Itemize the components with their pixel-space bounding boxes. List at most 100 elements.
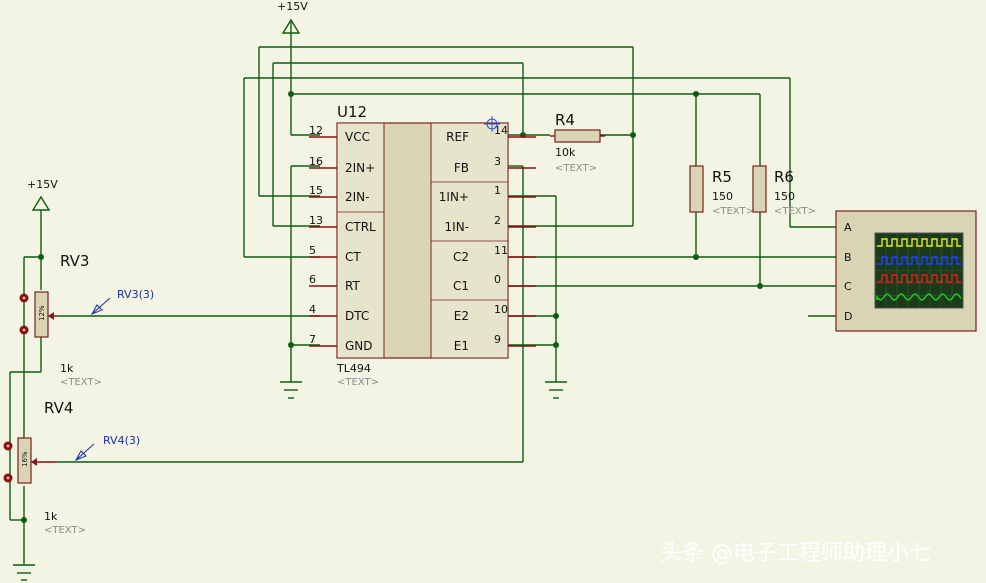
- scope-trace-a: [877, 238, 961, 247]
- resistor-r5[interactable]: R5 150 <TEXT>: [689, 165, 754, 217]
- ic-pin-e2[interactable]: 10 E2: [454, 303, 536, 323]
- rv4-value-label: 1k: [44, 510, 58, 523]
- potentiometer-rv4[interactable]: 16% RV4 1k <TEXT>: [3, 399, 86, 536]
- power-terminal-left[interactable]: +15V: [27, 178, 58, 211]
- ground-ic[interactable]: [280, 381, 302, 399]
- crosshair-marker-icon: [484, 116, 500, 132]
- ic-pin-number: 10: [494, 303, 508, 316]
- ic-text-placeholder: <TEXT>: [337, 377, 379, 388]
- ic-pin-number: 1: [494, 184, 501, 197]
- ic-pin-number: 3: [494, 155, 501, 168]
- rv3-value-label: 1k: [60, 362, 74, 375]
- ic-pin-name: E2: [454, 309, 469, 323]
- ic-pin-2in[interactable]: 15 2IN-: [309, 184, 369, 204]
- rv4-ref-label: RV4: [44, 399, 73, 417]
- ic-pin-number: 15: [309, 184, 323, 197]
- potentiometer-rv3[interactable]: 12% RV3 1k <TEXT>: [19, 252, 102, 388]
- ic-pin-name: 2IN+: [345, 161, 375, 175]
- oscilloscope-traces: [876, 238, 962, 301]
- rv3-probe-label: RV3(3): [117, 288, 154, 301]
- r4-text-placeholder: <TEXT>: [555, 163, 597, 174]
- ic-pin-number: 6: [309, 273, 316, 286]
- r5-text-placeholder: <TEXT>: [712, 206, 754, 217]
- ic-pin-fb[interactable]: 3 FB: [454, 155, 536, 175]
- rv3-decrease-button[interactable]: [19, 325, 29, 335]
- ic-pin-rt[interactable]: 6 RT: [309, 273, 360, 293]
- r6-value-label: 150: [774, 190, 795, 203]
- resistor-r4[interactable]: R4 10k <TEXT>: [550, 111, 605, 174]
- resistor-r6[interactable]: R6 150 <TEXT>: [752, 165, 816, 217]
- ic-pin-number: 4: [309, 303, 316, 316]
- r5-value-label: 150: [712, 190, 733, 203]
- ic-pin-gnd[interactable]: 7 GND: [309, 333, 373, 353]
- ic-pin-name: RT: [345, 279, 360, 293]
- ic-pin-e1[interactable]: 9 E1: [454, 333, 536, 353]
- ic-pin-name: C1: [453, 279, 469, 293]
- ic-pin-number: 14: [494, 124, 508, 137]
- rv3-ref-label: RV3: [60, 252, 89, 270]
- ic-pin-name: DTC: [345, 309, 369, 323]
- tl494-ic[interactable]: U12 TL494 <TEXT>: [336, 103, 509, 388]
- ic-pin-name: 1IN-: [445, 220, 469, 234]
- scope-trace-d: [876, 293, 962, 301]
- ic-pin-2in[interactable]: 16 2IN+: [309, 155, 375, 175]
- rv3-text-placeholder: <TEXT>: [60, 377, 102, 388]
- ic-pin-vcc[interactable]: 12 VCC: [309, 124, 370, 144]
- scope-channel-c-label: C: [844, 280, 852, 293]
- ic-pin-name: C2: [453, 250, 469, 264]
- ic-pin-ref[interactable]: 14 REF: [446, 124, 536, 144]
- power-label-left: +15V: [27, 178, 58, 191]
- power-label-top: +15V: [277, 0, 308, 13]
- ic-pin-name: CTRL: [345, 220, 376, 234]
- rv4-decrease-button[interactable]: [3, 473, 13, 483]
- watermark-text: 头条 @电子工程师助理小七: [660, 541, 931, 566]
- ic-part-label: TL494: [336, 362, 371, 375]
- rv4-text-placeholder: <TEXT>: [44, 525, 86, 536]
- rv3-voltage-probe[interactable]: RV3(3): [90, 288, 154, 315]
- ic-pin-number: 0: [494, 273, 501, 286]
- rv4-increase-button[interactable]: [3, 441, 13, 451]
- rv4-probe-label: RV4(3): [103, 434, 140, 447]
- ic-pin-name: GND: [345, 339, 373, 353]
- ic-pin-number: 16: [309, 155, 323, 168]
- scope-channel-b-label: B: [844, 251, 852, 264]
- ground-pots[interactable]: [13, 564, 35, 581]
- ic-pin-name: FB: [454, 161, 469, 175]
- ic-pin-name: CT: [345, 250, 361, 264]
- r5-ref-label: R5: [712, 168, 732, 186]
- ic-pin-1in[interactable]: 1 1IN+: [439, 184, 536, 204]
- scope-channel-a-label: A: [844, 221, 852, 234]
- ic-pin-number: 7: [309, 333, 316, 346]
- rv4-percent-label: 16%: [21, 451, 29, 467]
- r4-value-label: 10k: [555, 146, 576, 159]
- ic-ref-label: U12: [337, 103, 367, 121]
- ic-pin-name: REF: [446, 130, 469, 144]
- rv3-percent-label: 12%: [38, 305, 46, 321]
- ic-pin-name: VCC: [345, 130, 370, 144]
- r6-ref-label: R6: [774, 168, 794, 186]
- ground-emitters[interactable]: [545, 381, 567, 399]
- ic-pin-number: 12: [309, 124, 323, 137]
- ic-pin-number: 5: [309, 244, 316, 257]
- r4-ref-label: R4: [555, 111, 575, 129]
- ic-pin-name: 1IN+: [439, 190, 469, 204]
- scope-trace-c: [877, 274, 961, 283]
- ic-pin-dtc[interactable]: 4 DTC: [309, 303, 369, 323]
- ic-pin-c1[interactable]: 0 C1: [453, 273, 536, 293]
- ic-pin-name: 2IN-: [345, 190, 369, 204]
- rv3-increase-button[interactable]: [19, 293, 29, 303]
- r6-text-placeholder: <TEXT>: [774, 206, 816, 217]
- ic-pin-ct[interactable]: 5 CT: [309, 244, 361, 264]
- ic-pin-number: 9: [494, 333, 501, 346]
- scope-trace-b: [877, 256, 961, 265]
- power-terminal-top[interactable]: +15V: [277, 0, 308, 34]
- ic-pin-name: E1: [454, 339, 469, 353]
- rv4-voltage-probe[interactable]: RV4(3): [74, 434, 140, 461]
